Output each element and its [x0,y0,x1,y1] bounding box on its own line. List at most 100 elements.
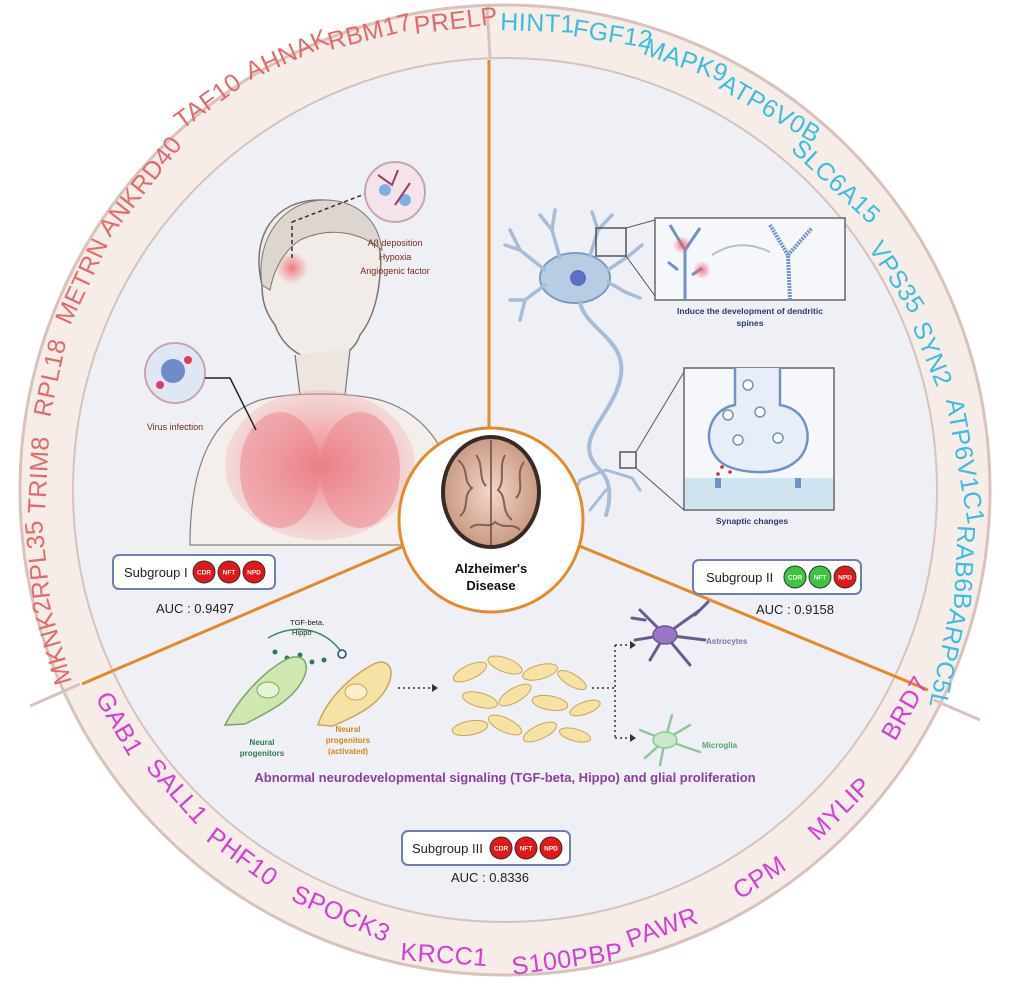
ring-divider-top [485,5,492,59]
activated-label: (activated) [328,747,368,756]
status-badge-cdr [489,836,513,860]
zoom-line [625,255,656,297]
status-badge-cdr [783,565,807,589]
synaptic-label: Synaptic changes [716,516,789,526]
status-badge-label: CDR [788,575,802,582]
neuron-nucleus [570,270,586,286]
panel3-illustration: TGF-beta, Hippo Neural progenitors Neura… [223,600,756,785]
neuron-axon [578,300,624,517]
activated-progenitor-nucleus [344,683,368,701]
subgroup3-box: Subgroup III CDR NFT NPD AUC : 0.8336 [401,830,571,885]
subgroup3-auc: AUC : 0.8336 [451,870,529,885]
panel1-illustration: Aβ deposition Hypoxia Angiogenic factor … [144,161,456,546]
signal-receptor [337,649,347,659]
status-badge-label: NPD [838,575,852,582]
zoom-box-synapse [619,451,637,469]
signal-dot [272,649,278,655]
astrocyte-illustration [630,600,710,667]
spine-zoom-panel [654,217,846,301]
spine-caption: Induce the development of dendritic [677,306,823,316]
virus-leader-line [205,377,257,431]
astrocytes-label: Astrocytes [706,637,748,646]
subgroup1-auc: AUC : 0.9497 [156,601,234,616]
status-badge-label: NFT [223,570,236,577]
receptor [795,478,801,488]
status-badge-label: NPD [247,570,261,577]
status-badge-label: CDR [197,570,211,577]
callout-text: Hypoxia [379,252,412,262]
callout-text: Aβ deposition [368,238,423,248]
callout-circle-cells [364,161,426,223]
center-title: Disease [466,578,515,593]
spine-arrow [711,244,771,256]
panel-divider-right [564,538,929,692]
signal-dot [321,657,327,663]
ring-divider-right [933,698,981,722]
center-title: Alzheimer's [455,561,527,576]
vesicle [722,409,734,421]
virus-icon [161,359,185,383]
lung-left [240,412,320,528]
arrow-head [630,641,636,649]
subgroup2-auc: AUC : 0.9158 [756,602,834,617]
neck-illustration [294,349,351,396]
brain-glow [276,252,308,284]
spine-glow [673,236,691,254]
activated-label: progenitors [326,736,371,745]
microglia-illustration [638,713,702,767]
signal-dot [297,652,303,658]
panel2-illustration: Induce the development of dendritic spin… [503,208,846,526]
status-badge-nft [217,560,241,584]
panel-divider-left [81,538,419,686]
vesicle [732,434,744,446]
spine-caption: spines [737,318,764,328]
status-badge-npd [539,836,563,860]
status-badge-npd [833,565,857,589]
signal-arc [267,628,341,651]
status-badge-label: NFT [520,846,533,853]
astrocyte-body [652,625,678,645]
callout-cell [399,194,411,206]
signal-dot [309,659,315,665]
status-badge-label: NPD [544,846,558,853]
hair-illustration [260,199,383,291]
progenitor-label: progenitors [240,749,285,758]
vesicle [754,406,766,418]
vesicle [742,379,754,391]
virus-icon [184,356,192,364]
status-badge-nft [514,836,538,860]
progenitor-label: Neural [250,738,275,747]
neurotransmitter [716,472,720,476]
status-badge-label: CDR [494,846,508,853]
proliferating-cluster [451,655,601,743]
center-hub: Alzheimer's Disease [397,426,585,614]
lung-right [320,412,400,528]
neurotransmitter [728,470,732,474]
virus-label: Virus infection [147,422,203,432]
presynaptic-terminal [707,368,809,474]
zoom-line [635,371,685,453]
dendrite-spine-right [768,223,814,301]
gene-label: HINT1 [500,8,576,39]
progenitor-nucleus [256,681,280,699]
zoom-box-dendrite [595,227,627,257]
receptor [715,478,721,488]
vesicle [772,432,784,444]
panel3-title: Abnormal neurodevelopmental signaling (T… [254,770,755,785]
neurotransmitter [720,465,724,469]
neuron-dendrites [503,208,644,322]
subgroup2-label: Subgroup II [706,570,773,585]
ring-divider-left [29,682,81,708]
callout-cell [379,184,391,196]
spine-glow [693,261,711,279]
gene-label: TRIM8 [23,435,55,514]
status-badge-nft [808,565,832,589]
gene-label: RAB6B [948,525,980,611]
microglia-body [652,731,678,749]
subgroup3-label: Subgroup III [412,841,483,856]
callout-cell-branch [377,169,411,206]
virus-icon [156,381,164,389]
